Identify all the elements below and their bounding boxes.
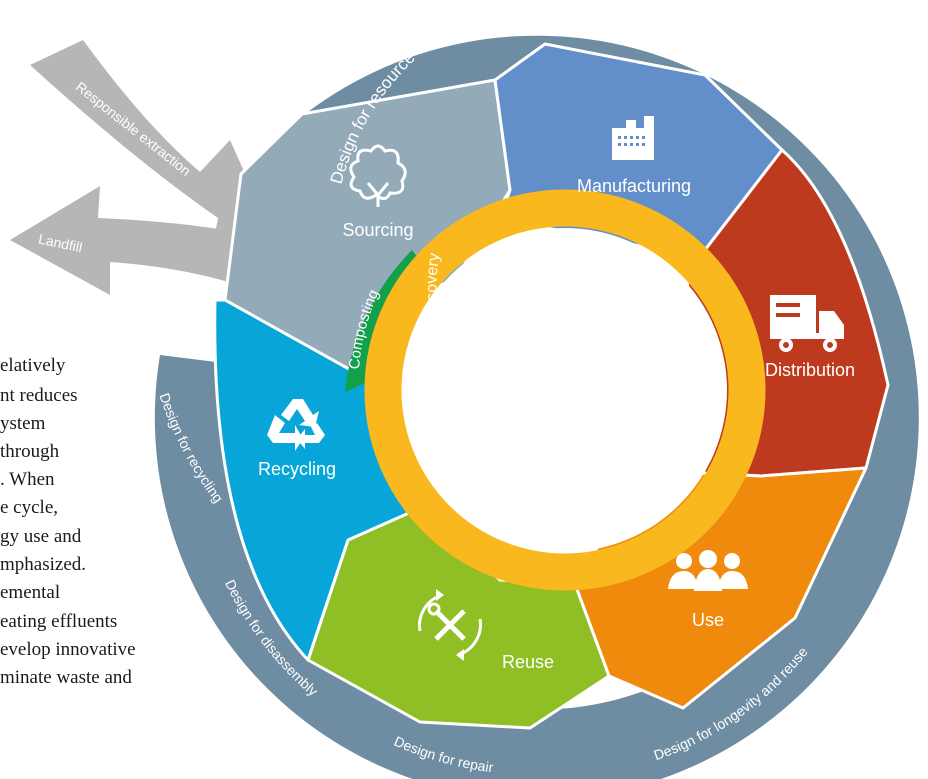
paragraph-line: eating effluents: [0, 611, 118, 632]
people-icon: [668, 550, 748, 591]
sourcing-label: Sourcing: [342, 220, 413, 240]
paragraph-line: e cycle,: [0, 497, 59, 518]
paragraph-line: emental: [0, 582, 61, 603]
landfill-arrow: [10, 186, 268, 295]
paragraph-line: minate waste and: [0, 667, 132, 688]
background-paragraph: elatively nt reduces ystem through . Whe…: [0, 0, 200, 779]
distribution-label: Distribution: [765, 360, 855, 380]
paragraph-line: nt reduces: [0, 385, 78, 406]
use-label: Use: [692, 610, 724, 630]
paragraph-line: through: [0, 441, 60, 462]
paragraph-line: gy use and: [0, 526, 82, 547]
paragraph-line: elatively: [0, 355, 66, 376]
recycling-label: Recycling: [258, 459, 336, 479]
manufacturing-label: Manufacturing: [577, 176, 691, 196]
paragraph-line: mphasized.: [0, 554, 87, 575]
extraction-label: Responsible extraction: [66, 78, 201, 180]
extraction-arrow: [30, 40, 268, 250]
paragraph-line: evelop innovative: [0, 639, 136, 660]
recycle-icon: [267, 399, 325, 451]
cotton-icon: [349, 144, 407, 207]
wastewater-ring: [364, 189, 766, 591]
paragraph-line: . When: [0, 469, 55, 490]
paragraph-line: ystem: [0, 413, 46, 434]
diagram-center: [403, 228, 727, 552]
factory-icon: [612, 116, 654, 160]
reuse-label: Reuse: [502, 652, 554, 672]
tools-icon: [418, 589, 482, 661]
truck-icon: [770, 295, 844, 352]
